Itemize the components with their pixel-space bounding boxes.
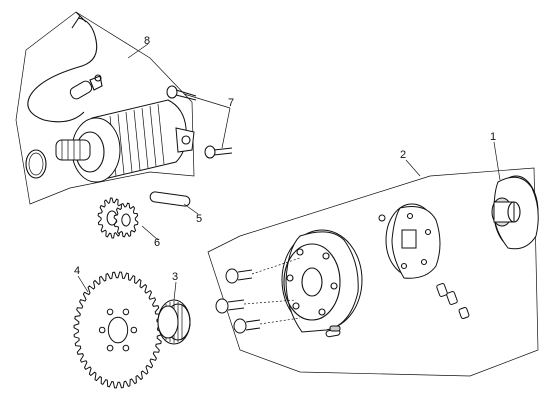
callout-3: 3 xyxy=(172,271,178,283)
starter-cable xyxy=(27,11,103,123)
mounting-bolt-upper xyxy=(166,85,197,101)
starter-motor-group-outline xyxy=(15,11,195,205)
spring-small-2 xyxy=(446,291,458,305)
callout-7: 7 xyxy=(228,97,234,109)
starter-clutch-group-outline xyxy=(207,167,539,377)
clutch-bolt-bottom xyxy=(233,318,261,334)
starter-clutch-housing xyxy=(281,229,363,333)
callout-5: 5 xyxy=(196,213,202,225)
one-way-clutch-plate xyxy=(385,203,441,279)
starter-motor xyxy=(25,99,195,183)
clutch-bolt-middle xyxy=(215,298,245,314)
pin-small xyxy=(378,214,386,222)
idler-shaft xyxy=(149,191,191,207)
starter-driven-gear xyxy=(73,271,163,389)
mounting-bolt-lower xyxy=(204,145,233,159)
callout-6: 6 xyxy=(154,237,160,249)
callout-1: 1 xyxy=(490,131,496,143)
callout-4: 4 xyxy=(74,265,80,277)
needle-bearing xyxy=(157,299,191,345)
callout-2: 2 xyxy=(400,149,406,161)
spring-small-3 xyxy=(458,306,470,320)
leader-lines xyxy=(77,43,501,301)
idler-gear xyxy=(97,197,139,239)
clutch-bolt-top xyxy=(225,268,253,284)
callout-8: 8 xyxy=(144,35,150,47)
spring-small-1 xyxy=(436,283,448,297)
roller-small-2 xyxy=(329,325,341,332)
clutch-hub-flange xyxy=(491,175,539,250)
